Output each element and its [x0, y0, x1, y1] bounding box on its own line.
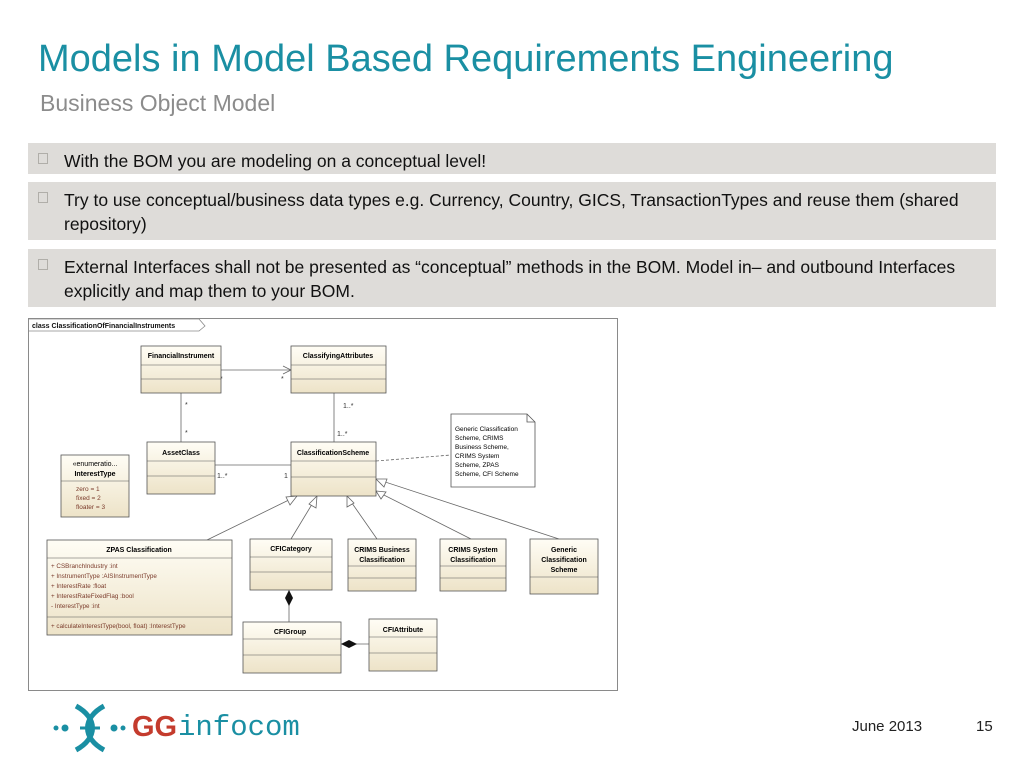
- note-line: Generic Classification: [455, 426, 518, 433]
- enum-interest-type: «enumeratio... InterestType zero = 1 fix…: [60, 454, 130, 518]
- composition-diamond-icon: [341, 640, 357, 648]
- class-name: CFIAttribute: [383, 627, 424, 634]
- class-name: Classification: [541, 557, 587, 564]
- class-financial-instrument: FinancialInstrument: [140, 345, 222, 394]
- class-classifying-attributes: ClassifyingAttributes: [290, 345, 387, 394]
- class-name: FinancialInstrument: [148, 353, 215, 360]
- slide-subtitle: Business Object Model: [40, 90, 276, 116]
- frame-label: class ClassificationOfFinancialInstrumen…: [32, 323, 175, 330]
- class-crims-system-classification: CRIMS System Classification: [439, 538, 507, 592]
- gg-infocom-logo-icon: [53, 703, 126, 753]
- class-name: Generic: [551, 547, 577, 554]
- composition-diamond-icon: [285, 590, 293, 606]
- class-name: Classification: [450, 557, 496, 564]
- class-attribute: + CSBranchIndustry :int: [51, 563, 118, 570]
- bullet-text: External Interfaces shall not be present…: [64, 257, 956, 301]
- bullet-marker-icon: [38, 153, 48, 164]
- multiplicity: *: [185, 402, 188, 409]
- class-name: ClassificationScheme: [297, 450, 369, 457]
- generalization-arrowhead: [375, 478, 388, 488]
- frame-tab: [29, 318, 206, 332]
- bullet-item: Try to use conceptual/business data type…: [28, 182, 996, 240]
- logo-gg-text: GG: [132, 711, 178, 743]
- class-name: AssetClass: [162, 450, 200, 457]
- class-name: Classification: [359, 557, 405, 564]
- bullet-item: External Interfaces shall not be present…: [28, 249, 996, 307]
- class-cfi-attribute: CFIAttribute: [368, 618, 438, 672]
- class-name: CRIMS System: [448, 547, 497, 554]
- class-cfi-category: CFICategory: [249, 538, 333, 591]
- note-line: CRIMS System: [455, 453, 499, 460]
- multiplicity: 1..*: [343, 403, 354, 410]
- note-line: Scheme, ZPAS: [455, 462, 500, 469]
- class-name: ClassifyingAttributes: [303, 353, 374, 360]
- class-name: CRIMS Business: [354, 547, 410, 554]
- generalization-zpas: [206, 495, 298, 541]
- class-cfi-group: CFIGroup: [242, 621, 342, 674]
- class-generic-classification-scheme: Generic Classification Scheme: [529, 538, 599, 595]
- class-attribute: + InstrumentType :AISInstrumentType: [51, 573, 157, 580]
- class-crims-business-classification: CRIMS Business Classification: [347, 538, 417, 592]
- footer-date: June 2013: [852, 718, 923, 735]
- generalization-arrowhead: [285, 495, 298, 506]
- slide-title: Models in Model Based Requirements Engin…: [38, 38, 894, 80]
- generalization-generic: [375, 478, 560, 540]
- multiplicity: *: [281, 376, 284, 383]
- note-line: Scheme, CFI Scheme: [455, 471, 519, 478]
- multiplicity: *: [220, 376, 223, 383]
- bullet-item: With the BOM you are modeling on a conce…: [28, 143, 996, 174]
- page-number: 15: [976, 718, 993, 735]
- enum-value: floater = 3: [76, 504, 105, 511]
- note-line: Scheme, CRIMS: [455, 435, 504, 442]
- generalization-crims-system: [375, 490, 472, 540]
- class-asset-class: AssetClass: [146, 441, 216, 495]
- uml-class-diagram: class ClassificationOfFinancialInstrumen…: [29, 318, 599, 674]
- generalization-arrowhead: [308, 494, 318, 509]
- multiplicity: 1..*: [217, 473, 228, 480]
- generalization-arrowhead: [375, 490, 387, 500]
- generalization-arrowhead: [346, 495, 355, 508]
- class-classification-scheme: ClassificationScheme: [290, 441, 377, 497]
- class-name: CFIGroup: [274, 629, 306, 636]
- class-attribute: + InterestRate :float: [51, 583, 106, 590]
- note: Generic Classification Scheme, CRIMS Bus…: [450, 413, 536, 488]
- multiplicity: *: [185, 430, 188, 437]
- enum-stereotype: «enumeratio...: [73, 461, 118, 468]
- class-name: ZPAS Classification: [106, 547, 172, 554]
- note-line: Business Scheme,: [455, 444, 509, 451]
- enum-value: zero = 1: [76, 486, 100, 493]
- class-name: Scheme: [551, 567, 578, 574]
- bullet-text: Try to use conceptual/business data type…: [64, 190, 959, 234]
- class-attribute: - InterestType :int: [51, 603, 100, 610]
- bullet-marker-icon: [38, 259, 48, 270]
- uml-diagram: class ClassificationOfFinancialInstrumen…: [28, 318, 618, 691]
- enum-value: fixed = 2: [76, 495, 101, 502]
- class-operation: + calculateInterestType(bool, float) :In…: [51, 623, 186, 630]
- company-logo: GG infocom: [52, 700, 332, 756]
- multiplicity: 1..*: [337, 431, 348, 438]
- note-link: [375, 454, 452, 462]
- class-attribute: + InterestRateFixedFlag :bool: [51, 593, 134, 600]
- multiplicity: 1: [284, 473, 288, 480]
- class-zpas-classification: ZPAS Classification + CSBranchIndustry :…: [46, 539, 233, 636]
- class-name: CFICategory: [270, 546, 312, 553]
- class-name: InterestType: [74, 471, 115, 478]
- bullet-text: With the BOM you are modeling on a conce…: [64, 151, 487, 171]
- bullet-marker-icon: [38, 192, 48, 203]
- logo-infocom-text: infocom: [178, 711, 300, 744]
